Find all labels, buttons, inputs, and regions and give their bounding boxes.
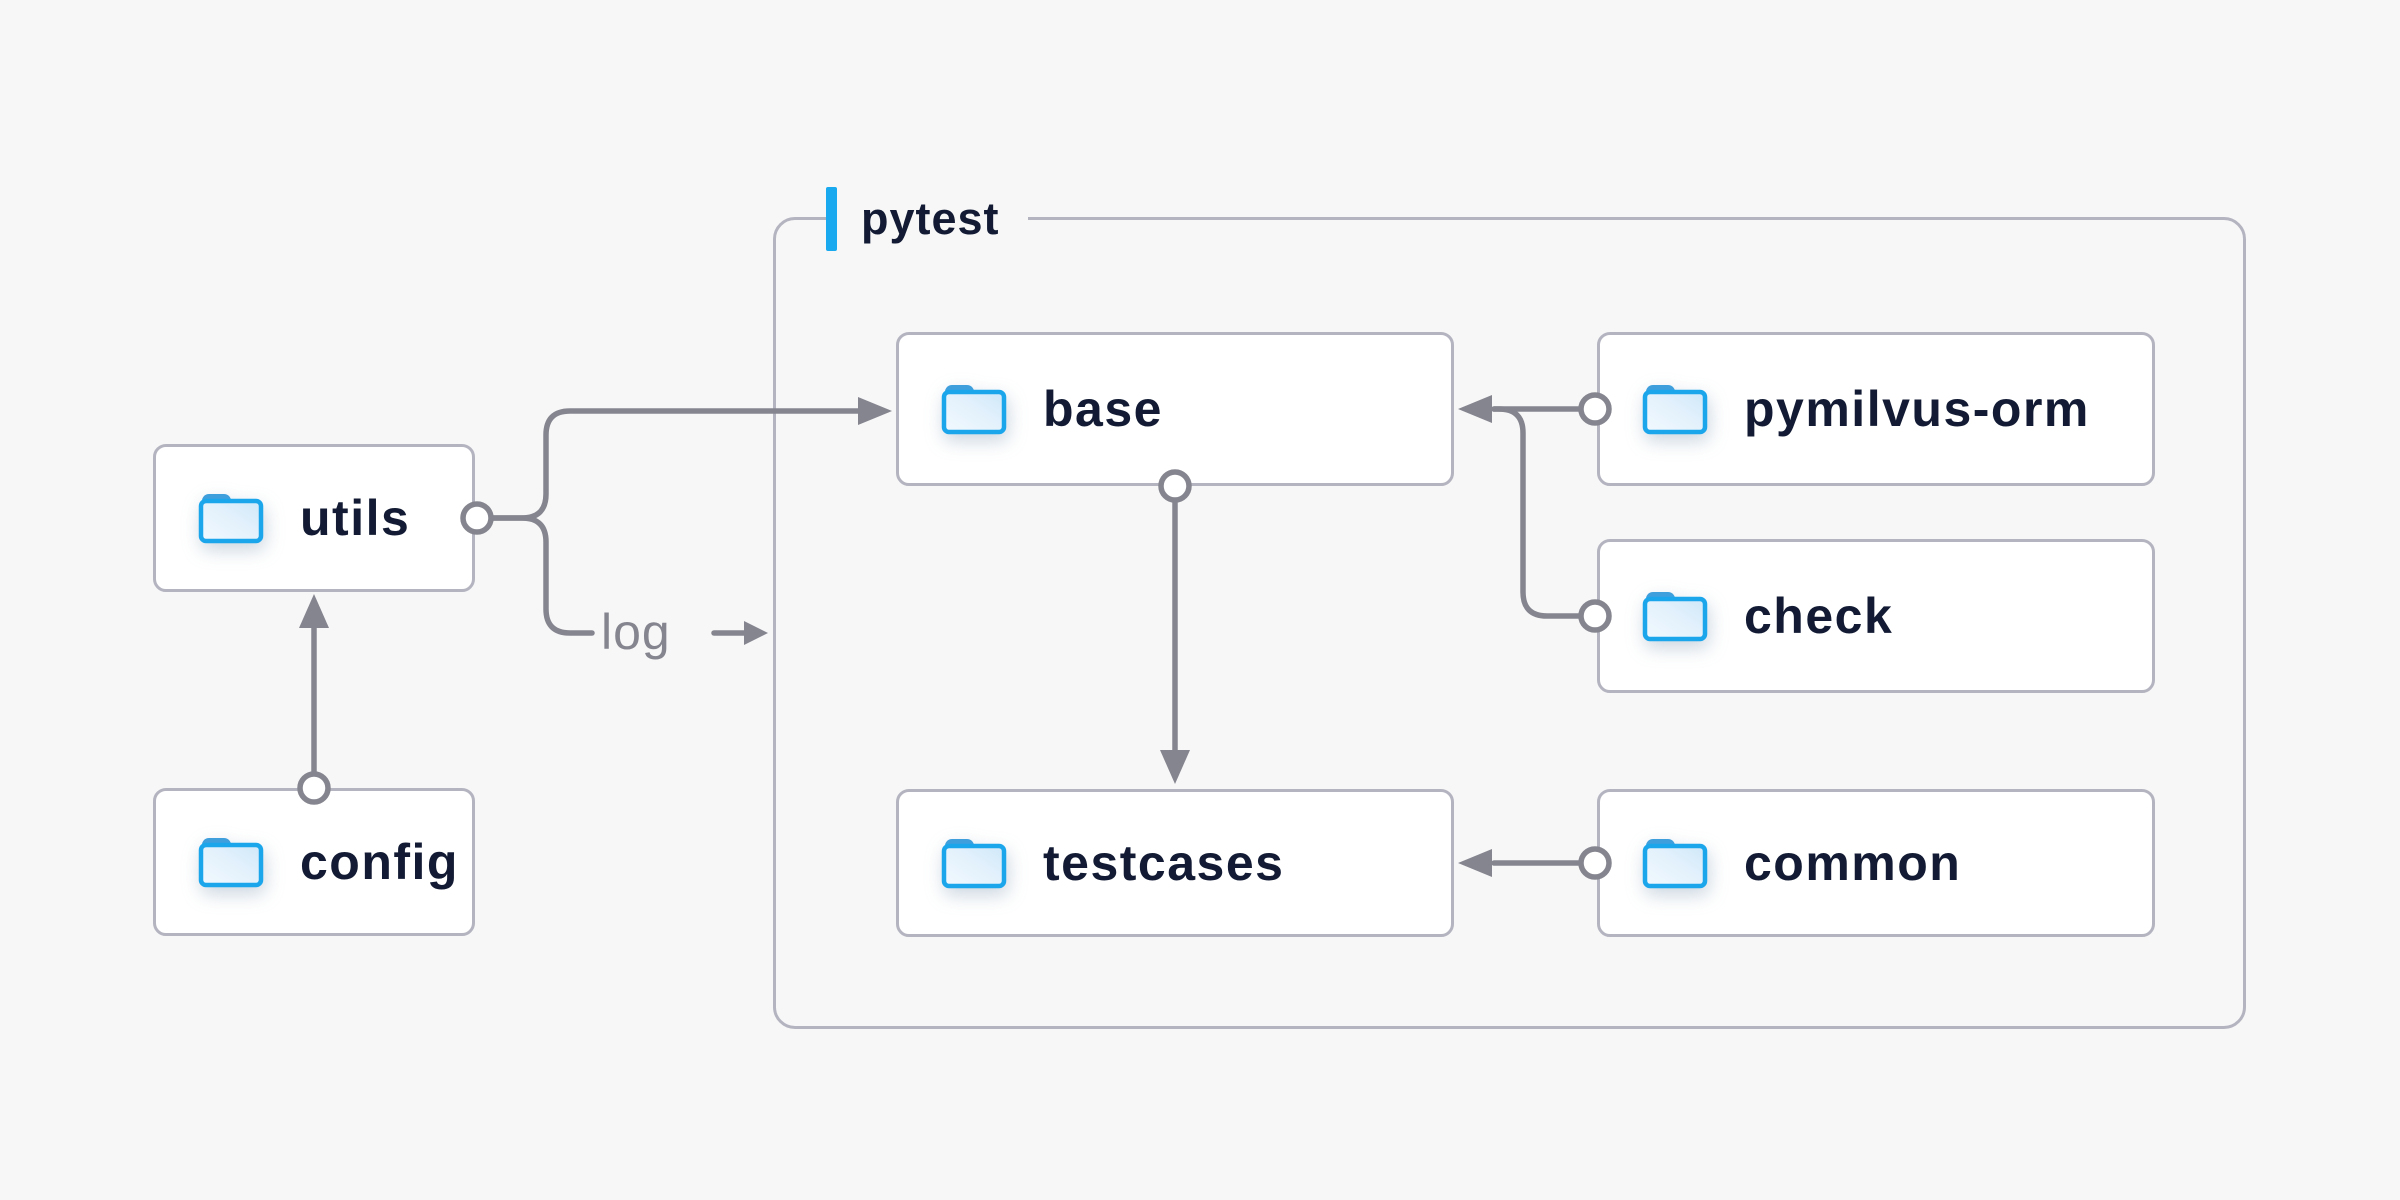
folder-node-check: check	[1597, 539, 2155, 693]
arrowhead-log-into-pytest	[744, 621, 768, 645]
folder-body	[1642, 843, 1708, 889]
folder-icon	[198, 491, 264, 545]
accent-bar	[826, 187, 837, 251]
folder-icon	[941, 382, 1007, 436]
node-label: base	[1043, 381, 1163, 437]
arrowhead-into-testcases-top	[1160, 750, 1190, 784]
node-label: utils	[300, 490, 411, 546]
pytest-group-label: pytest	[826, 187, 1028, 251]
node-label: pymilvus-orm	[1744, 381, 2090, 437]
node-label: check	[1744, 588, 1894, 644]
arrowhead-into-base-left	[858, 397, 892, 425]
arrowhead-into-testcases-right	[1458, 849, 1492, 877]
folder-icon	[941, 836, 1007, 890]
connector-dot-pymilvus-orm-left	[1578, 392, 1612, 426]
folder-body	[941, 843, 1007, 889]
folder-node-base: base	[896, 332, 1454, 486]
connector-dot-common-left	[1578, 846, 1612, 880]
folder-node-pymilvus-orm: pymilvus-orm	[1597, 332, 2155, 486]
folder-body	[1642, 389, 1708, 435]
connector-dot-utils-right	[460, 501, 494, 535]
connector-dot-config-top	[297, 771, 331, 805]
folder-icon	[1642, 382, 1708, 436]
pytest-group: pytest	[773, 187, 2246, 1029]
pytest-group-title: pytest	[861, 193, 1000, 244]
edge-label-log: log	[601, 604, 671, 660]
node-label: config	[300, 834, 459, 890]
folder-node-common: common	[1597, 789, 2155, 937]
node-label: common	[1744, 835, 1962, 891]
folder-body	[1642, 596, 1708, 642]
connector-dot-base-bottom	[1158, 469, 1192, 503]
node-label: testcases	[1043, 835, 1285, 891]
arrowhead-into-base-right	[1458, 395, 1492, 423]
folder-body	[941, 389, 1007, 435]
edge-check-to-base	[1491, 406, 1584, 619]
folder-body	[198, 498, 264, 544]
folder-icon	[1642, 836, 1708, 890]
arrowhead-into-utils-bottom	[299, 594, 329, 628]
edge-utils-to-base	[488, 408, 861, 521]
connector-dot-check-left	[1578, 599, 1612, 633]
folder-icon	[198, 835, 264, 889]
folder-node-testcases: testcases	[896, 789, 1454, 937]
folder-body	[198, 842, 264, 888]
folder-icon	[1642, 589, 1708, 643]
edge-utils-to-log	[488, 515, 595, 636]
